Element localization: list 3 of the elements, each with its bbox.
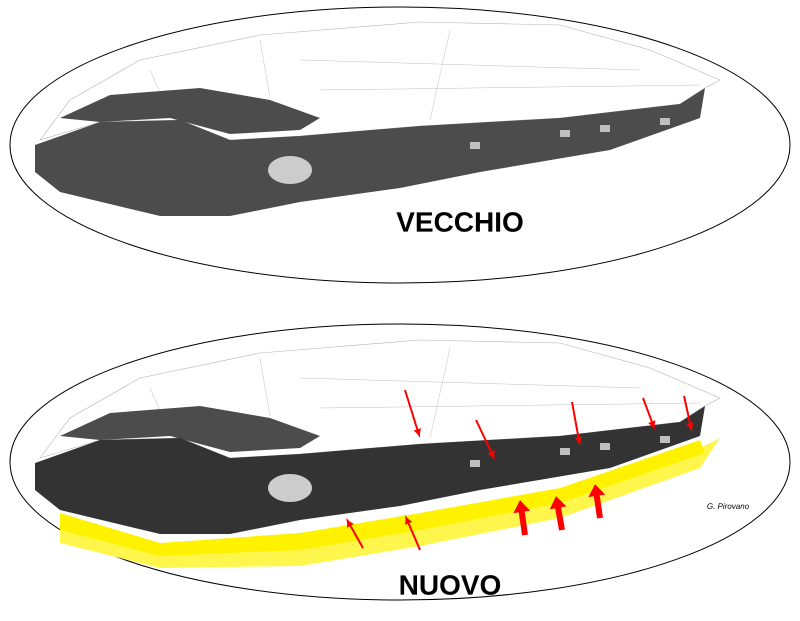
signature: G. Pirovano bbox=[707, 503, 749, 509]
panel-title: VECCHIO bbox=[396, 212, 523, 232]
panel-title: NUOVO bbox=[400, 575, 500, 595]
